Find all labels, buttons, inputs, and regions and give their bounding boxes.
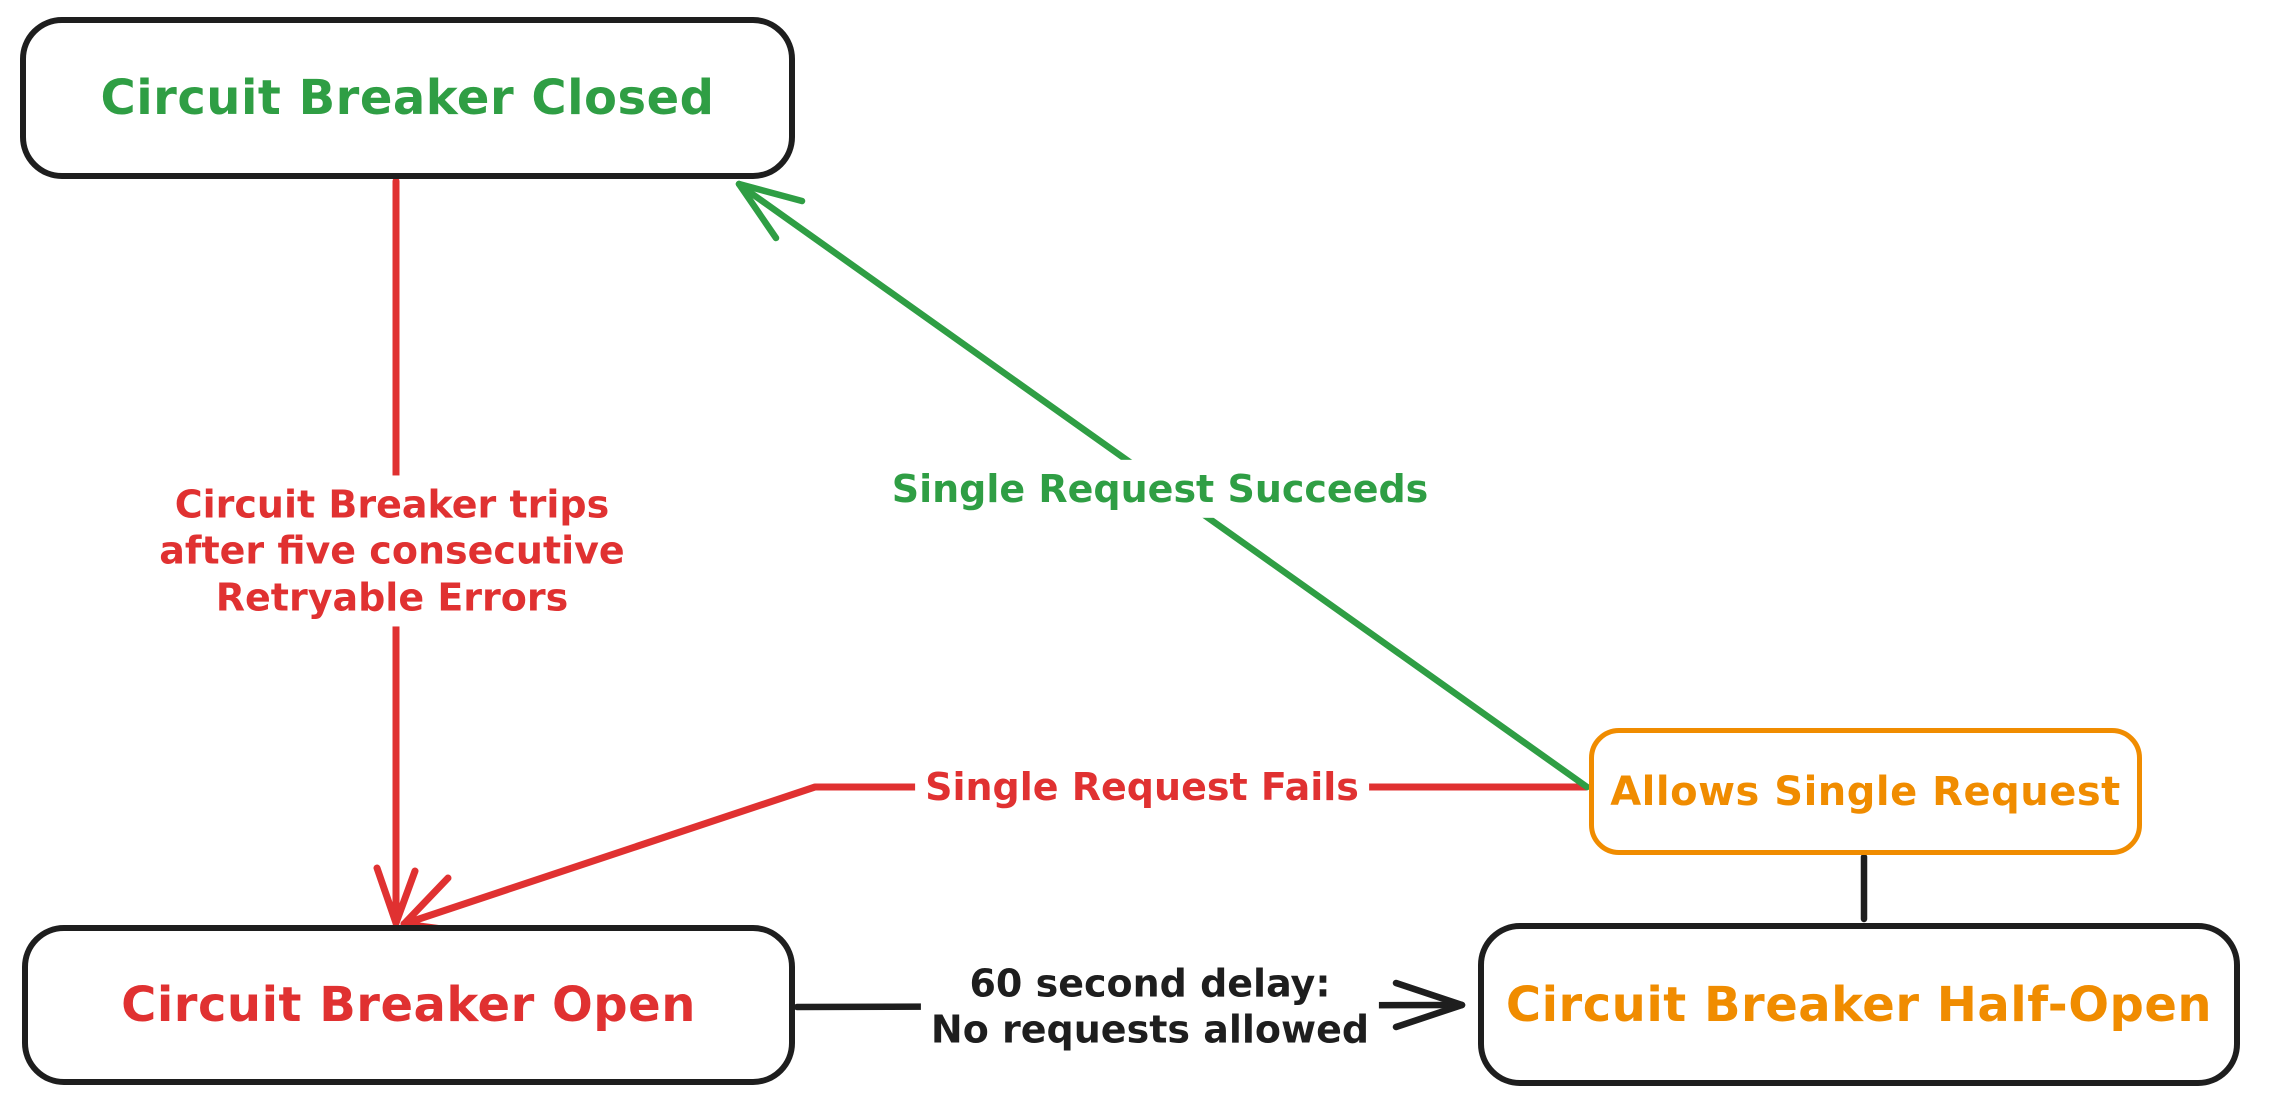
edge-label-delay: 60 second delay: No requests allowed — [920, 954, 1380, 1060]
edge-label-fails-text: Single Request Fails — [925, 764, 1359, 809]
edge-label-succeeds-text: Single Request Succeeds — [891, 466, 1429, 511]
edge-label-trips-line3: Retryable Errors — [215, 575, 569, 620]
edge-label-succeeds: Single Request Succeeds — [881, 459, 1439, 519]
edge-label-trips-line1: Circuit Breaker trips — [174, 482, 610, 527]
state-node-allows-single-request: Allows Single Request — [1589, 728, 2142, 855]
edge-label-trips: Circuit Breaker trips after five consecu… — [149, 475, 635, 627]
state-node-closed-label: Circuit Breaker Closed — [100, 70, 715, 126]
edge-label-trips-line2: after five consecutive — [159, 528, 625, 573]
edge-label-delay-line2: No requests allowed — [930, 1008, 1370, 1052]
state-node-allows-single-request-label: Allows Single Request — [1610, 768, 2121, 815]
state-node-open: Circuit Breaker Open — [22, 925, 795, 1085]
state-node-half-open-label: Circuit Breaker Half-Open — [1505, 976, 2213, 1033]
edge-label-delay-line1: 60 second delay: — [969, 961, 1331, 1006]
state-node-open-label: Circuit Breaker Open — [121, 977, 696, 1033]
state-node-closed: Circuit Breaker Closed — [20, 17, 795, 179]
state-node-half-open: Circuit Breaker Half-Open — [1478, 923, 2240, 1086]
edge-label-fails: Single Request Fails — [915, 757, 1369, 817]
